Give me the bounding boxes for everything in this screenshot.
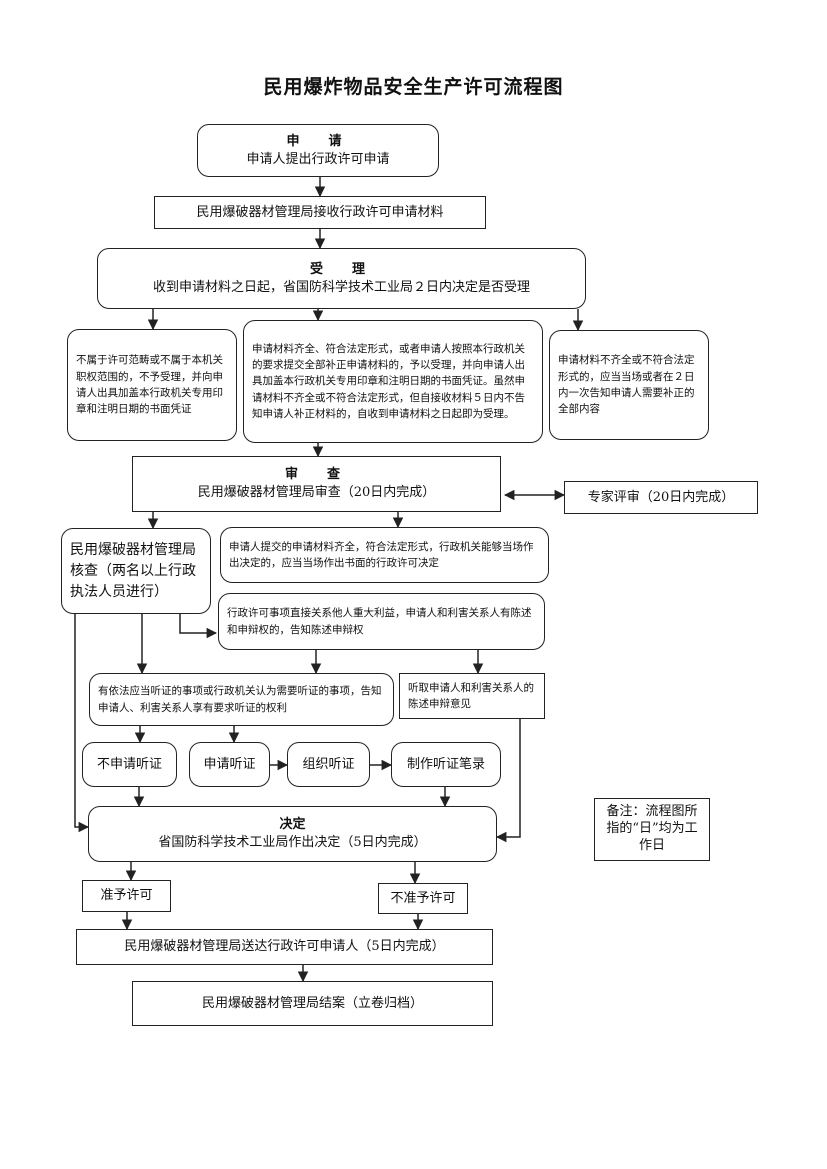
arrow-verify-decision xyxy=(74,614,90,833)
verify-box: 民用爆破器材管理局核查（两名以上行政执法人员进行） xyxy=(61,528,211,614)
hearing-record-text: 制作听证笔录 xyxy=(406,756,485,772)
note-text: 备注：流程图所指的“日”均为工作日 xyxy=(606,804,698,853)
apply-heading: 申 请 xyxy=(286,133,350,149)
grant-box: 准予许可 xyxy=(82,880,171,912)
apply-text: 申请人提出行政许可申请 xyxy=(246,151,390,167)
note-box: 备注：流程图所指的“日”均为工作日 xyxy=(594,798,710,861)
receive-text: 民用爆破器材管理局接收行政许可申请材料 xyxy=(196,204,444,220)
apply-hearing-text: 申请听证 xyxy=(203,756,256,772)
no-hearing-text: 不申请听证 xyxy=(96,756,162,772)
incomplete-box: 申请材料不齐全或不符合法定形式的，应当当场或者在２日内一次告知申请人需要补正的全… xyxy=(549,330,709,440)
onsite-text: 申请人提交的申请材料齐全，符合法定形式，行政机关能够当场作出决定的，应当当场作出… xyxy=(229,540,534,569)
hearing-notice-text: 有依法应当听证的事项或行政机关认为需要听证的事项，告知申请人、利害关系人享有要求… xyxy=(98,685,382,714)
apply-box: 申 请 申请人提出行政许可申请 xyxy=(197,124,439,177)
review-box: 审 查 民用爆破器材管理局审查（20日内完成） xyxy=(132,456,501,512)
review-heading: 审 查 xyxy=(284,467,348,483)
onsite-box: 申请人提交的申请材料齐全，符合法定形式，行政机关能够当场作出决定的，应当当场作出… xyxy=(220,527,549,583)
deliver-text: 民用爆破器材管理局送达行政许可申请人（5日内完成） xyxy=(124,939,445,955)
decision-box: 决定 省国防科学技术工业局作出决定（5日内完成） xyxy=(88,806,497,862)
decision-heading: 决定 xyxy=(279,817,306,833)
statement-text: 听取申请人和利害关系人的陈述申辩意见 xyxy=(408,681,534,710)
expert-text: 专家评审（20日内完成） xyxy=(587,489,735,505)
hearing-notice-box: 有依法应当听证的事项或行政机关认为需要听证的事项，告知申请人、利害关系人享有要求… xyxy=(89,673,394,726)
accept-complete-text: 申请材料齐全、符合法定形式，或者申请人按照本行政机关的要求提交全部补正申请材料的… xyxy=(252,342,525,420)
interest-text: 行政许可事项直接关系他人重大利益，申请人和利害关系人有陈述和申辩权的，告知陈述申… xyxy=(227,607,532,636)
statement-box: 听取申请人和利害关系人的陈述申辩意见 xyxy=(399,673,545,719)
verify-text: 民用爆破器材管理局核查（两名以上行政执法人员进行） xyxy=(70,541,196,600)
deliver-box: 民用爆破器材管理局送达行政许可申请人（5日内完成） xyxy=(76,929,493,965)
deny-text: 不准予许可 xyxy=(390,890,456,906)
incomplete-text: 申请材料不齐全或不符合法定形式的，应当当场或者在２日内一次告知申请人需要补正的全… xyxy=(558,354,695,416)
receive-box: 民用爆破器材管理局接收行政许可申请材料 xyxy=(154,196,486,229)
decision-text: 省国防科学技术工业局作出决定（5日内完成） xyxy=(158,835,427,850)
arrow-verify-interest xyxy=(179,614,218,639)
organize-hearing-text: 组织听证 xyxy=(302,756,355,772)
close-text: 民用爆破器材管理局结案（立卷归档） xyxy=(201,995,423,1011)
grant-text: 准予许可 xyxy=(100,888,153,904)
accept-text: 收到申请材料之日起，省国防科学技术工业局２日内决定是否受理 xyxy=(152,279,530,295)
accept-heading: 受 理 xyxy=(309,261,373,277)
apply-hearing-box: 申请听证 xyxy=(189,742,270,787)
no-hearing-box: 不申请听证 xyxy=(82,742,177,787)
page-title: 民用爆炸物品安全生产许可流程图 xyxy=(263,76,564,98)
hearing-record-box: 制作听证笔录 xyxy=(391,742,501,787)
not-accept-text: 不属于许可范畴或不属于本机关职权范围的，不予受理，并向申请人出具加盖本行政机关专… xyxy=(76,354,223,416)
deny-box: 不准予许可 xyxy=(378,883,468,914)
review-text: 民用爆破器材管理局审查（20日内完成） xyxy=(197,485,436,500)
organize-hearing-box: 组织听证 xyxy=(287,742,370,787)
interest-box: 行政许可事项直接关系他人重大利益，申请人和利害关系人有陈述和申辩权的，告知陈述申… xyxy=(218,593,545,650)
close-box: 民用爆破器材管理局结案（立卷归档） xyxy=(132,981,493,1026)
not-accept-box: 不属于许可范畴或不属于本机关职权范围的，不予受理，并向申请人出具加盖本行政机关专… xyxy=(67,329,237,441)
accept-complete-box: 申请材料齐全、符合法定形式，或者申请人按照本行政机关的要求提交全部补正申请材料的… xyxy=(243,320,543,443)
expert-box: 专家评审（20日内完成） xyxy=(564,481,758,514)
arrow-statement-decision xyxy=(495,719,521,843)
accept-box: 受 理 收到申请材料之日起，省国防科学技术工业局２日内决定是否受理 xyxy=(97,248,586,309)
